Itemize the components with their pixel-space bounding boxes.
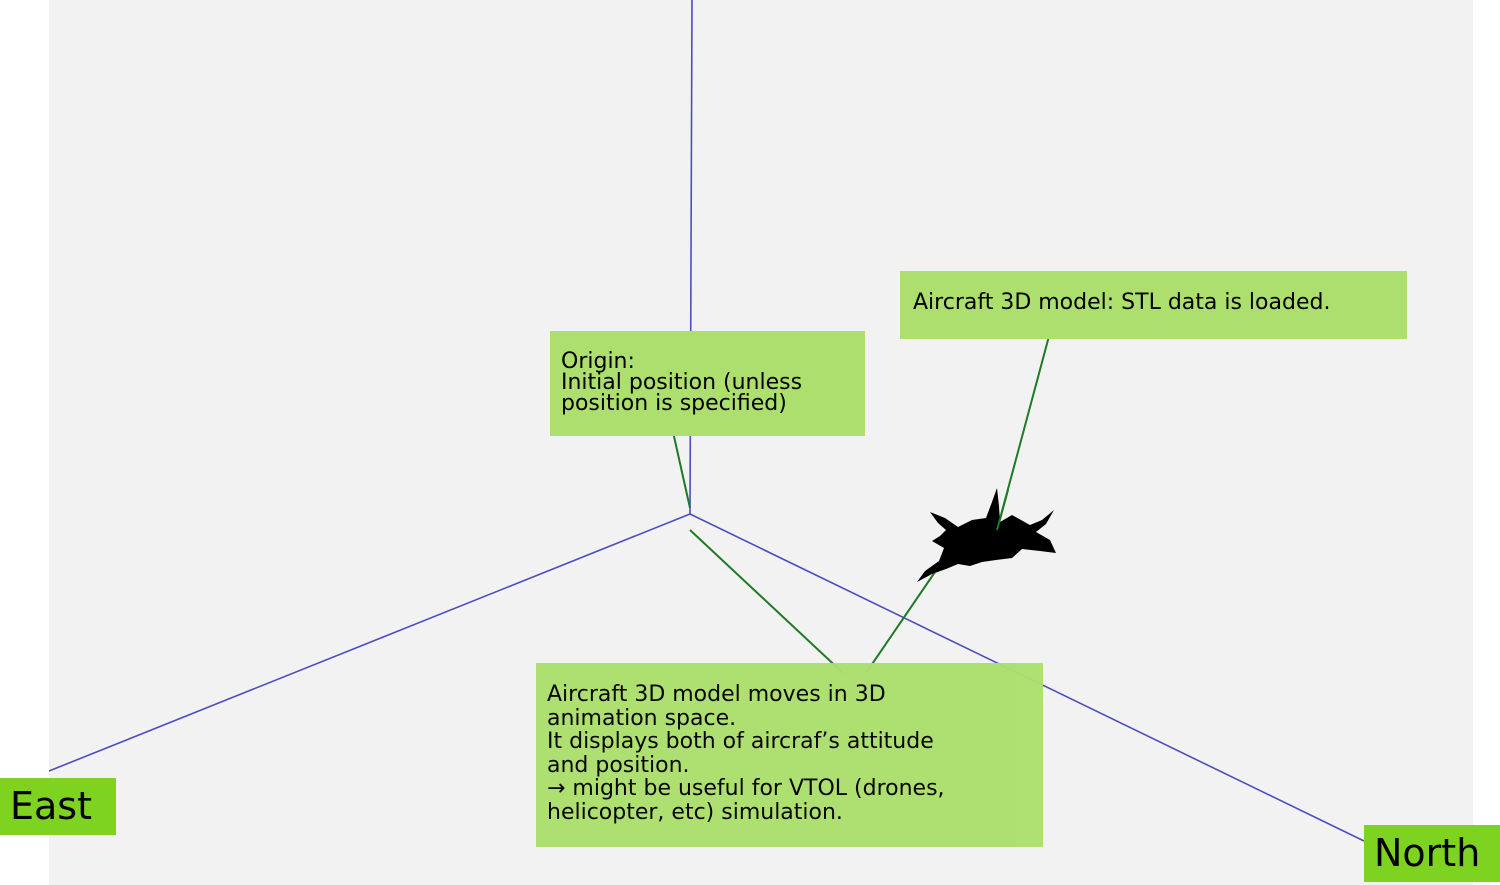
- moves-leader-line-origin: [689, 529, 844, 674]
- origin-leader-line: [670, 422, 691, 509]
- vertical-axis-line: [689, 0, 693, 515]
- stl-model-callout: Aircraft 3D model: STL data is loaded.: [900, 271, 1407, 339]
- origin-callout: Origin: Initial position (unless positio…: [550, 331, 865, 436]
- moves-leader-line-aircraft: [865, 571, 936, 674]
- east-axis-line: [48, 513, 691, 772]
- east-axis-label: East: [0, 778, 116, 835]
- aircraft-silhouette-icon: [917, 488, 1056, 582]
- stl-leader-line-tip: [996, 489, 1009, 531]
- north-axis-label: North: [1364, 825, 1500, 882]
- animation-callout: Aircraft 3D model moves in 3D animation …: [536, 663, 1043, 847]
